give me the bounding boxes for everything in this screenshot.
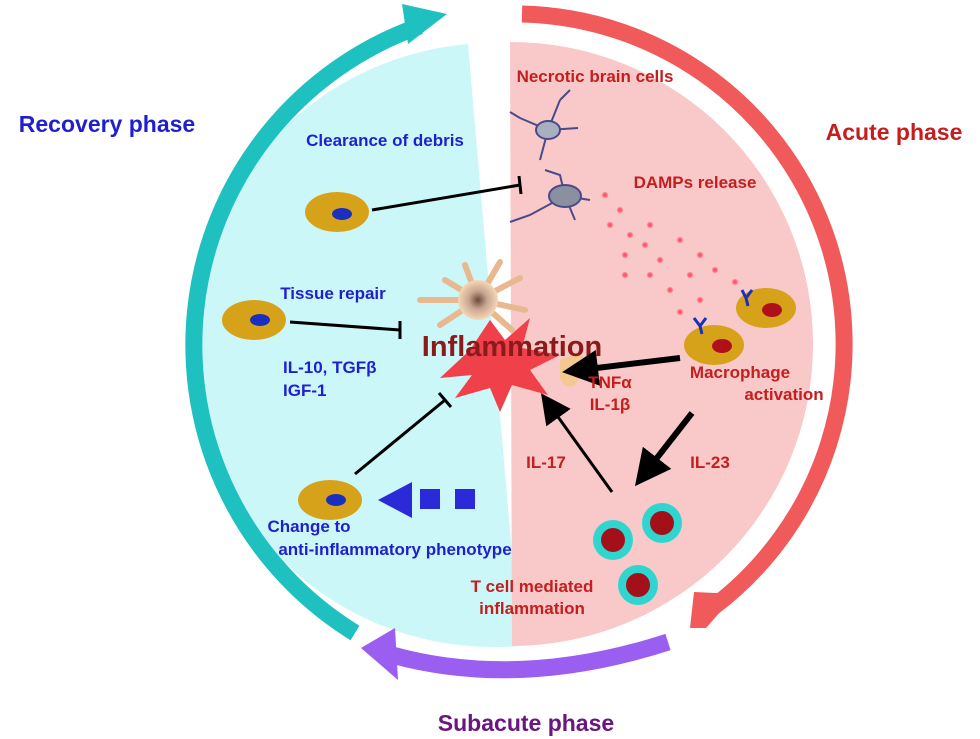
acute-phase-arrow: [521, 5, 853, 615]
subacute-phase-arrow: [389, 633, 671, 679]
il10-label: IL-10, TGFβ: [283, 358, 377, 377]
recovery-arrowhead: [402, 4, 447, 44]
macrophage-label-1: Macrophage: [690, 363, 790, 382]
recovery-cell-2: [222, 300, 286, 340]
recovery-cell-1: [305, 192, 369, 232]
t-cells: [593, 503, 682, 605]
necrotic-neuron-icon: [509, 89, 591, 223]
acute-arrowhead: [690, 592, 736, 628]
il1-label: IL-1β: [590, 395, 631, 414]
acute-half: [510, 41, 814, 646]
inflammation-burst: [440, 318, 560, 412]
tcell-label-1: T cell mediated: [471, 577, 594, 596]
glial-cell-icon: [417, 259, 528, 333]
recovery-phase-title: Recovery phase: [19, 111, 195, 137]
necrotic-label: Necrotic brain cells: [517, 67, 674, 86]
center-label: Inflammation: [422, 331, 602, 363]
subacute-phase-title: Subacute phase: [438, 710, 614, 736]
il23-label: IL-23: [690, 453, 730, 472]
damps-label: DAMPs release: [634, 173, 757, 192]
phenotype-arrow: [378, 482, 475, 518]
tnf-label: TNFα: [588, 373, 632, 392]
recovery-phase-arrow: [185, 17, 423, 641]
recovery-cell-3: [298, 480, 362, 520]
macrophage-cells: [684, 288, 796, 365]
change-label-1: Change to: [267, 517, 350, 536]
clearance-label: Clearance of debris: [306, 131, 464, 150]
igf1-label: IGF-1: [283, 381, 326, 400]
damps-particles: [601, 191, 739, 316]
change-label-2: anti-inflammatory phenotype: [278, 540, 511, 559]
tcell-label-2: inflammation: [479, 599, 585, 618]
subacute-arrowhead: [361, 628, 398, 680]
inhibition-lines: [289, 175, 523, 476]
il17-label: IL-17: [526, 453, 566, 472]
tissue-repair-label: Tissue repair: [280, 284, 386, 303]
activation-arrows: [540, 349, 695, 493]
macrophage-label-2: activation: [744, 385, 823, 404]
acute-phase-title: Acute phase: [826, 119, 963, 145]
